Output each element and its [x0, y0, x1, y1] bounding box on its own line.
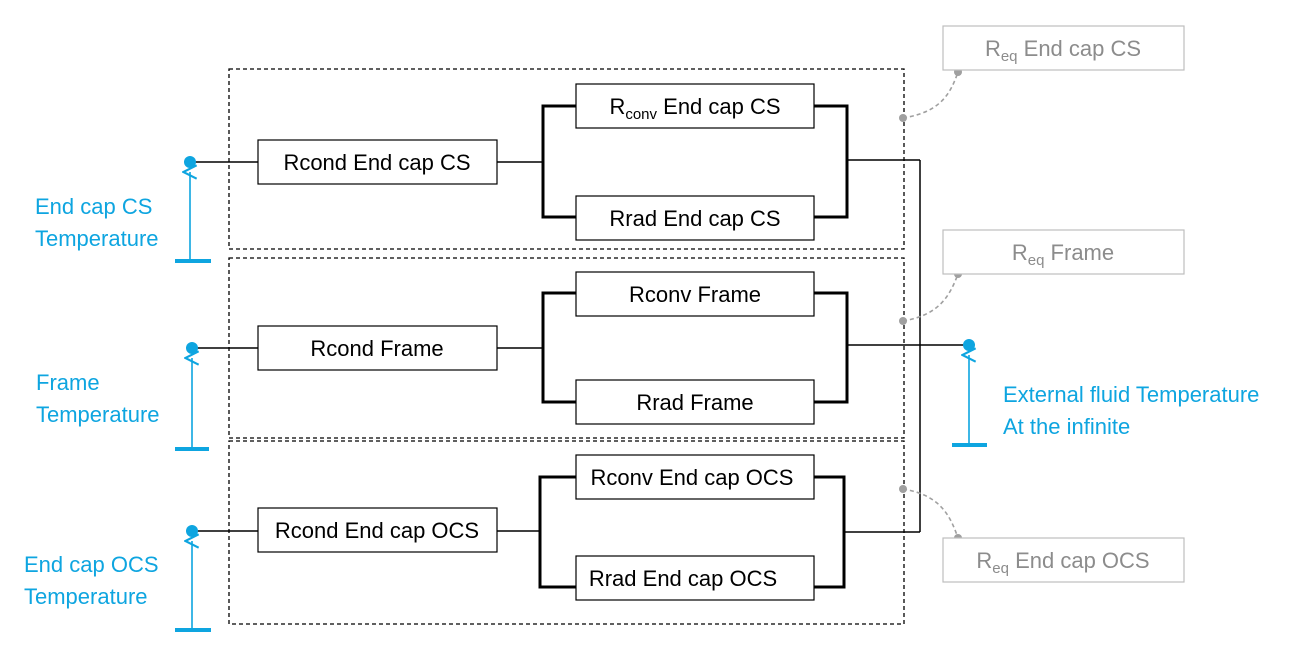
node-dot-icon: [186, 525, 198, 537]
req-end-cap-ocs-box: [942, 537, 1185, 583]
end-cap-cs-temperature-label: End cap CS Temperature: [35, 194, 159, 251]
temperature-source-external: [952, 339, 987, 447]
req-frame-callout: Req Frame: [899, 229, 1185, 325]
rconv-frame-label: Rconv Frame: [629, 282, 761, 307]
rrad-end-cap-ocs-box: [575, 555, 815, 601]
rrad-end-cap-ocs-label: Rrad End cap OCS: [589, 566, 777, 591]
rcond-end-cap-cs-box: [257, 139, 498, 185]
external-fluid-temperature-label: External fluid Temperature At the infini…: [1003, 382, 1266, 439]
rconv-end-cap-cs-label: Rconv End cap CS: [609, 94, 780, 123]
req-end-cap-cs-label: Req End cap CS: [985, 36, 1141, 65]
rconv-end-cap-cs-box: [575, 83, 815, 129]
rconv-end-cap-ocs-box: [575, 454, 815, 500]
temperature-source-end-cap-cs: [175, 156, 211, 263]
group-end-cap-cs: Rcond End cap CS Rconv End cap CS Rrad E…: [190, 83, 920, 241]
req-end-cap-cs-box: [942, 25, 1185, 71]
rcond-frame-label: Rcond Frame: [310, 336, 443, 361]
rcond-frame-box: [257, 325, 498, 371]
rrad-frame-label: Rrad Frame: [636, 390, 753, 415]
req-frame-label: Req Frame: [1012, 240, 1114, 269]
group-end-cap-ocs: Rcond End cap OCS Rconv End cap OCS Rrad…: [192, 454, 920, 601]
rcond-end-cap-cs-label: Rcond End cap CS: [283, 150, 470, 175]
req-end-cap-ocs-label: Req End cap OCS: [976, 548, 1149, 577]
rcond-end-cap-ocs-label: Rcond End cap OCS: [275, 518, 479, 543]
rrad-end-cap-cs-label: Rrad End cap CS: [609, 206, 780, 231]
rconv-end-cap-ocs-label: Rconv End cap OCS: [591, 465, 794, 490]
end-cap-ocs-temperature-label: End cap OCS Temperature: [24, 552, 165, 609]
rcond-end-cap-ocs-box: [257, 507, 498, 553]
node-dot-icon: [184, 156, 196, 168]
frame-temperature-label: Frame Temperature: [36, 370, 160, 427]
req-end-cap-cs-callout: Req End cap CS: [899, 25, 1185, 122]
req-frame-box: [942, 229, 1185, 275]
node-dot-icon: [186, 342, 198, 354]
temperature-source-frame: [175, 342, 209, 451]
rconv-frame-box: [575, 271, 815, 317]
group-boundary-end-cap-cs: [228, 68, 905, 250]
rrad-frame-box: [575, 379, 815, 425]
temperature-source-end-cap-ocs: [175, 525, 211, 632]
req-end-cap-ocs-callout: Req End cap OCS: [899, 485, 1185, 583]
rrad-end-cap-cs-box: [575, 195, 815, 241]
group-frame: Rcond Frame Rconv Frame Rrad Frame: [192, 271, 969, 425]
node-dot-icon: [963, 339, 975, 351]
